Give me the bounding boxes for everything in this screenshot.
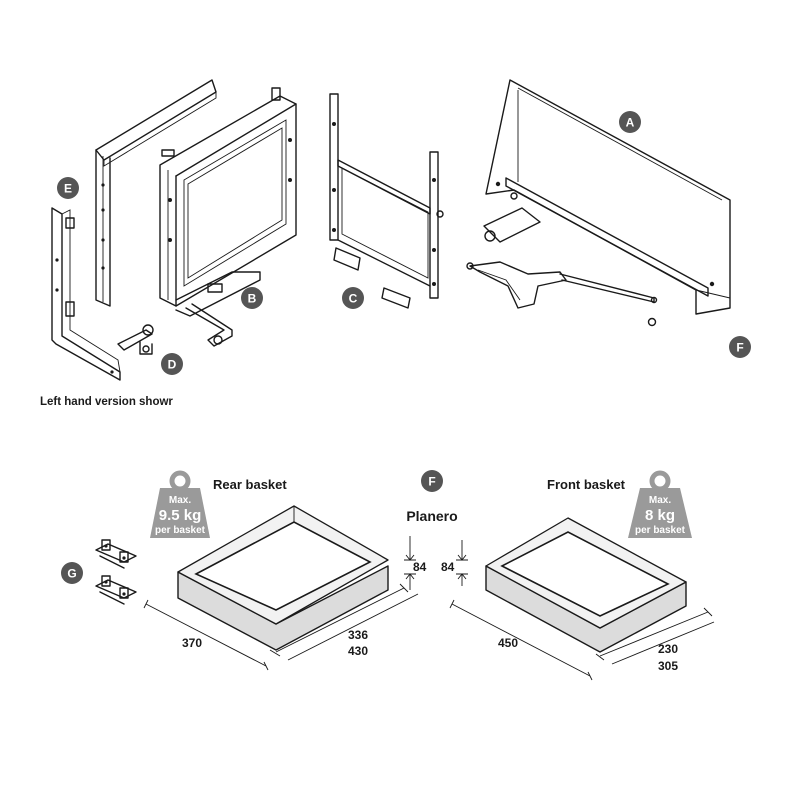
rear-basket: [177, 505, 389, 651]
rear-basket-dimensions: [143, 536, 419, 671]
part-f-mechanism: [466, 192, 658, 327]
part-a-frame: [485, 79, 731, 315]
front-weight-line1: Max.: [649, 495, 671, 506]
badge-b: B: [241, 287, 263, 309]
front-basket-title: Front basket: [547, 477, 626, 492]
rear-height: 84: [413, 560, 427, 574]
front-weight-line3: per basket: [635, 525, 686, 536]
rear-width-max: 430: [348, 644, 368, 658]
badge-f-top: F: [729, 336, 751, 358]
badge-a: A: [619, 111, 641, 133]
rear-weight-line3: per basket: [155, 525, 206, 536]
rear-weight-line1: Max.: [169, 495, 191, 506]
part-d-lever: [117, 324, 154, 355]
weight-icon-rear: Max. 9.5 kg per basket: [150, 470, 210, 538]
svg-text:A: A: [626, 116, 635, 130]
rear-weight-line2: 9.5 kg: [159, 507, 202, 524]
front-basket-dimensions: [449, 540, 715, 681]
rear-width-min: 336: [348, 628, 368, 642]
badge-g: G: [61, 562, 83, 584]
front-height: 84: [441, 560, 455, 574]
part-e-rail: [51, 79, 217, 381]
front-depth: 450: [498, 636, 518, 650]
svg-text:G: G: [67, 567, 76, 581]
front-weight-line2: 8 kg: [645, 507, 675, 524]
svg-text:F: F: [736, 341, 743, 355]
rear-depth: 370: [182, 636, 202, 650]
badge-f-mid: F: [421, 470, 443, 492]
brand-planero: Planero: [406, 508, 457, 524]
svg-text:B: B: [248, 292, 257, 306]
badge-c: C: [342, 287, 364, 309]
badge-e: E: [57, 177, 79, 199]
part-b-frame: [159, 87, 297, 347]
part-c-frame: [329, 93, 444, 309]
front-basket: [485, 517, 687, 653]
front-width-min: 230: [658, 642, 678, 656]
svg-text:D: D: [168, 358, 177, 372]
weight-icon-front: Max. 8 kg per basket: [628, 470, 692, 538]
rear-basket-title: Rear basket: [213, 477, 287, 492]
front-width-max: 305: [658, 659, 678, 673]
part-g-clips: [95, 539, 137, 605]
badge-d: D: [161, 353, 183, 375]
svg-text:C: C: [349, 292, 358, 306]
svg-text:E: E: [64, 182, 72, 196]
svg-text:F: F: [428, 475, 435, 489]
caption-left-hand: Left hand version showr: [40, 396, 173, 408]
